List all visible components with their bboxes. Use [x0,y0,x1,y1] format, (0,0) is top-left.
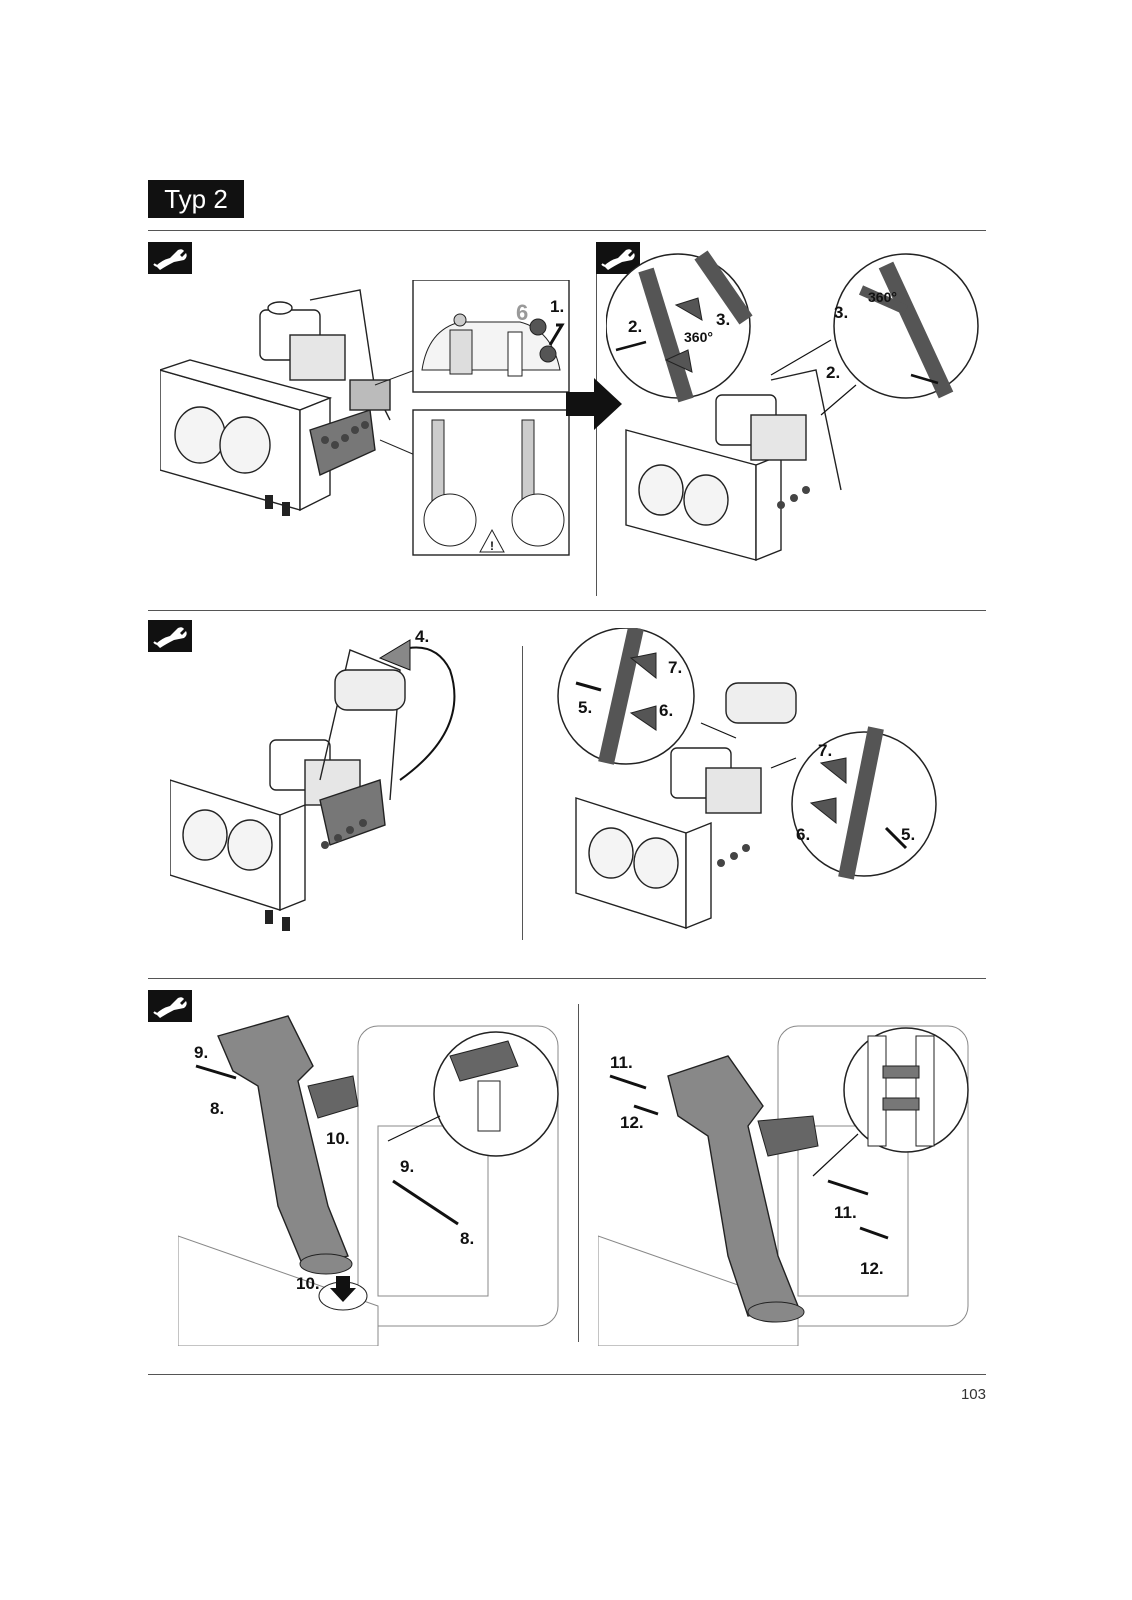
illustration-handle-folding: 4. [170,630,456,931]
illustration-snowblower-control-panel: 6 1. ! [160,280,570,556]
step-label: 6. [796,825,810,844]
illustration-chute-mounting: 9. 8. 10. 9. 8. 10. [178,1015,559,1346]
step-label: 3. [834,303,848,322]
divider-bottom [148,1374,986,1375]
step-label: 9. [400,1157,414,1176]
step-label: 11. [834,1203,857,1222]
step-label: 1. [550,297,564,316]
step-label: 2. [628,317,642,336]
wrench-hand-icon [596,242,640,274]
divider-top [148,230,986,231]
wrench-hand-icon [148,242,192,274]
section-title: Typ 2 [148,180,244,218]
step-label: 8. [460,1229,474,1248]
illustration-handle-fastening: 2. 3. 360° 360° 3. 2. [606,250,979,562]
step-label: 2. [826,363,840,382]
step-label: 7. [818,741,832,760]
divider-vertical-row2 [522,646,523,940]
step-label: 12. [860,1259,884,1278]
svg-text:!: ! [490,539,494,553]
arrow-right-icon [566,378,622,430]
step-label: 5. [578,698,592,717]
step-label: 3. [716,310,730,329]
step-label: 6 [516,300,528,325]
step-label: 4. [415,630,429,646]
illustration-handle-fixing: 5. 6. 7. 7. 6. 5. [557,628,937,930]
divider-vertical-row3 [578,1004,579,1342]
degree-label: 360° [684,329,713,345]
degree-label: 360° [868,289,897,305]
wrench-hand-icon [148,990,192,1022]
step-label: 10. [296,1274,320,1293]
divider-middle-1 [148,610,986,611]
wrench-hand-icon [148,620,192,652]
step-label: 8. [210,1099,224,1118]
page-number: 103 [960,1386,986,1403]
step-label: 7. [668,658,682,677]
step-label: 9. [194,1043,208,1062]
step-label: 5. [901,825,915,844]
divider-middle-2 [148,978,986,979]
step-label: 11. [610,1053,633,1072]
illustration-chute-fixing: 11. 12. 11. 12. [598,1025,969,1346]
step-label: 6. [659,701,673,720]
step-label: 12. [620,1113,644,1132]
step-label: 10. [326,1129,350,1148]
